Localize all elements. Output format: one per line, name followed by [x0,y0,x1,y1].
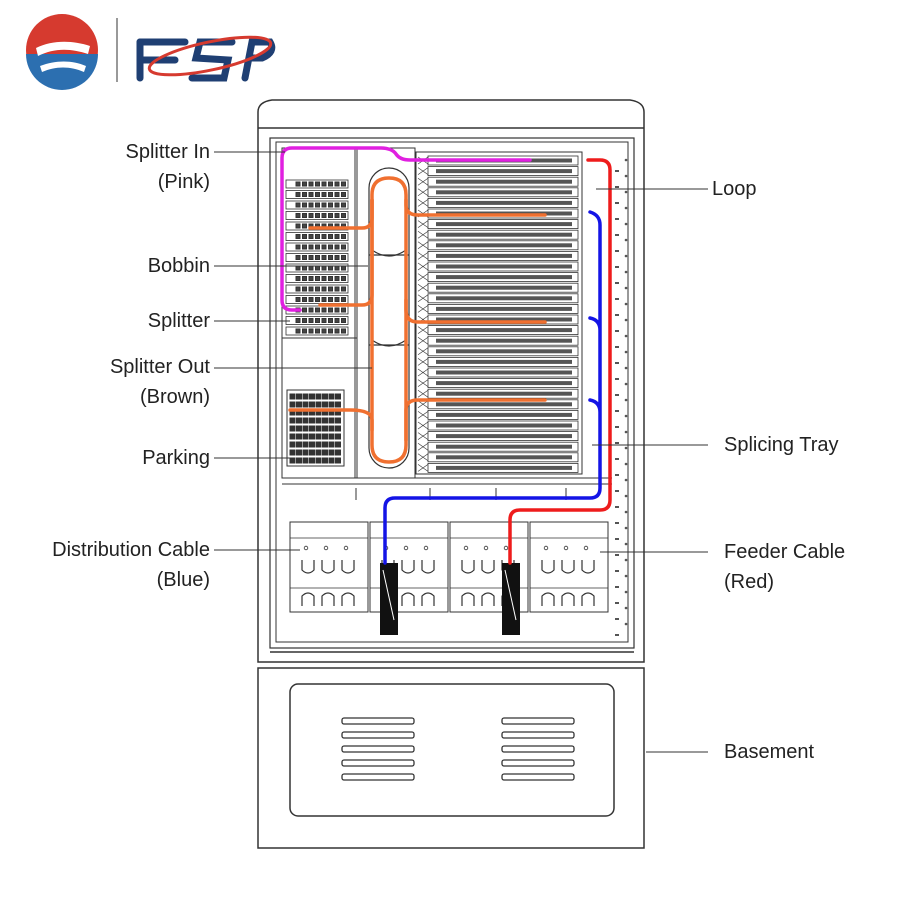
splicing-tray [417,314,579,325]
parking-slot [289,457,341,464]
splicing-tray [417,452,579,463]
label-distribution-cable-color: (Blue) [156,569,210,591]
side-rail [615,158,628,636]
splicing-tray [417,378,579,389]
vent-slot [341,745,415,753]
label-splitter: Splitter [147,310,210,332]
splicing-tray [417,166,579,177]
splitter-module [285,263,349,273]
splitter-module [285,253,349,262]
vent-slot [501,745,575,753]
splicing-tray [417,272,579,283]
splitter-module [285,316,349,325]
label-splicing-tray: Splicing Tray [724,434,839,456]
label-distribution-cable: Distribution Cable [52,539,210,561]
vent-slot [341,731,415,739]
splitter-module [285,190,349,199]
splicing-tray [417,367,579,378]
splitter-module [285,200,349,210]
splicing-tray [417,409,579,420]
pink-fiber-splitter-in [280,146,532,312]
parking-slot [289,425,341,432]
splicing-tray [417,420,579,431]
splicing-tray [417,346,579,357]
brand-logo [26,14,276,90]
splitter-module [285,221,349,231]
splicing-tray [417,293,579,304]
label-feeder-cable: Feeder Cable [724,541,846,563]
splicing-tray [417,462,579,473]
parking-slot [289,449,341,456]
splicing-tray [417,282,579,293]
splitter-module [285,232,349,241]
splitter-module [285,284,349,294]
splicing-tray [417,197,579,208]
splitter-module [285,179,349,189]
splitter-module [285,295,349,304]
leader-lines [214,151,708,753]
vent-slot [341,717,415,725]
parking-slot [289,401,341,408]
logo-wordmark-icon [136,35,276,82]
parking-slot [289,409,341,416]
splitter-module [285,326,349,336]
splicing-tray [417,325,579,336]
label-splitter-in: Splitter In [125,141,210,163]
label-loop: Loop [712,178,757,200]
vent-slot [501,717,575,725]
splitter-module [285,274,349,283]
splitter-panel [281,147,416,479]
vent-slot [501,759,575,767]
splicing-tray [417,240,579,251]
fibers [280,146,612,565]
parking-slot [289,433,341,440]
label-feeder-cable-color: (Red) [724,571,775,593]
splicing-tray [417,229,579,240]
brown-fiber-bobbin [370,198,408,442]
splicing-tray [417,441,579,452]
splicing-tray [417,250,579,261]
red-fiber-feeder [508,158,612,565]
splicing-tray [417,356,579,367]
label-splitter-out-color: (Brown) [139,386,210,408]
splicing-tray [417,176,579,187]
vent-slot [341,759,415,767]
splicing-tray [417,431,579,442]
parking-slot [289,393,341,400]
logo-wave-icon [36,41,90,56]
splicing-tray [417,219,579,230]
label-bobbin: Bobbin [147,255,210,277]
logo-circle-lower-icon [26,54,98,90]
vent-slot [501,773,575,781]
label-splitter-in-color: (Pink) [157,171,210,193]
label-parking: Parking [142,447,210,469]
vent-slot [341,773,415,781]
cable-clamp [529,521,609,613]
basement-body [257,667,645,849]
logo-wave-lower-icon [40,61,86,72]
splitter-module [285,242,349,252]
blue-fiber-distribution [383,210,602,565]
vent-slot [501,731,575,739]
parking-slot [289,417,341,424]
splicing-tray [417,187,579,198]
splicing-tray [417,261,579,272]
label-basement: Basement [724,741,815,763]
cable-clamp [289,521,369,613]
splicing-tray [417,303,579,314]
splicing-tray [417,388,579,399]
parking-slot [289,441,341,448]
splitter-module [285,211,349,220]
label-splitter-out: Splitter Out [109,356,210,378]
splicing-tray [417,335,579,346]
splicing-tray-stack [415,151,583,475]
